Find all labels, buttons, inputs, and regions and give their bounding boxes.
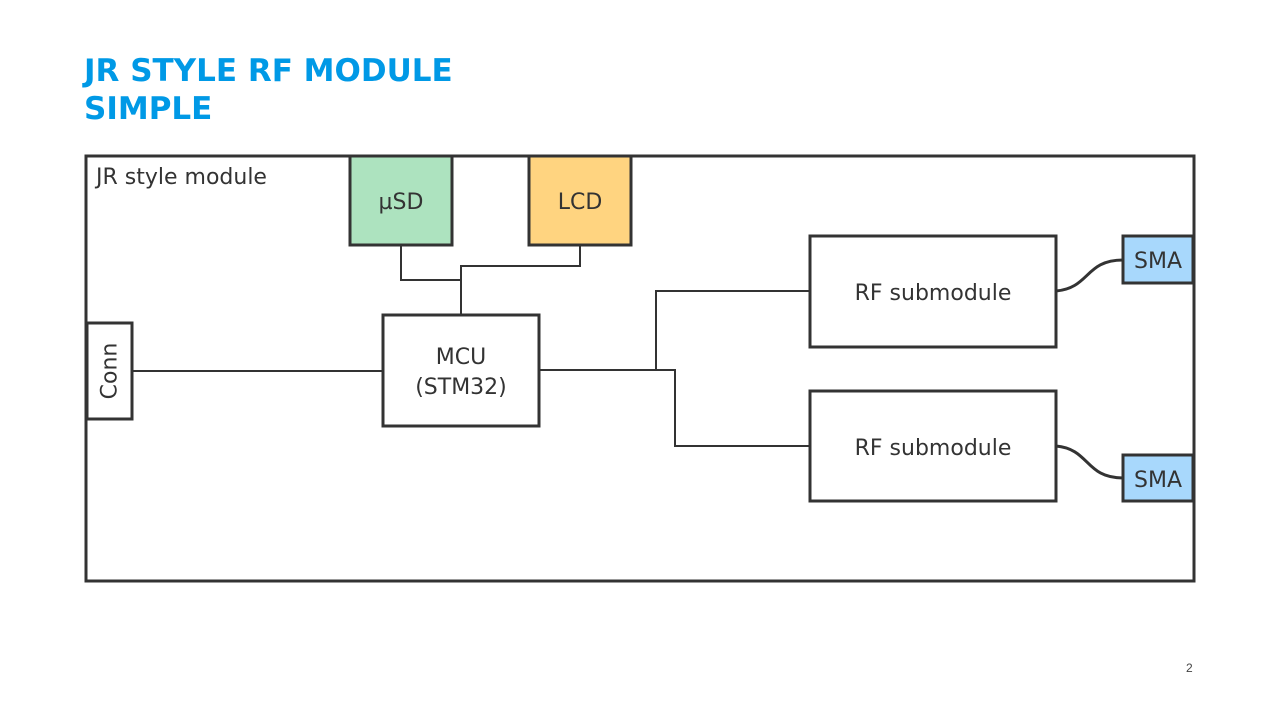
slide-title-line-2: SIMPLE [84,91,213,127]
mcu-block: MCU (STM32) [381,313,541,428]
mcu-label-line-1: MCU [436,345,486,370]
rf-submodule-1: RF submodule [808,234,1058,349]
sma-1-label: SMA [1134,249,1182,274]
cable-rf2-sma2 [1055,444,1124,480]
usd-box [348,154,454,247]
rf-submodule-2-label: RF submodule [855,436,1012,461]
sma-1-box [1121,234,1195,285]
slide-title-line-1: JR STYLE RF MODULE [84,53,453,89]
conn-box [85,321,134,421]
cable-rf1-sma1 [1055,258,1124,293]
usd-label: µSD [379,190,424,215]
lcd-label: LCD [558,190,603,215]
rf-submodule-1-box [808,234,1058,349]
lcd-block: LCD [527,154,633,247]
sma-connector-1: SMA [1121,234,1195,285]
lcd-box [527,154,633,247]
connector-lcd-mcu [460,246,581,280]
slide-title: JR STYLE RF MODULE SIMPLE [84,52,453,128]
rf-submodule-1-label: RF submodule [855,281,1012,306]
mcu-box [381,313,541,428]
rf-submodule-2: RF submodule [808,389,1058,503]
connectors [132,246,810,447]
module-label: JR style module [94,165,267,190]
connector-mcu-rf1 [540,290,810,371]
mcu-label-line-2: (STM32) [415,375,507,400]
rf-submodule-2-box [808,389,1058,503]
conn-label: Conn [98,343,123,400]
connector-mcu-rf2 [656,369,810,447]
sma-connector-2: SMA [1121,453,1195,503]
jr-module-frame [84,154,1196,583]
connector-usd-mcu [400,246,462,315]
sma-2-box [1121,453,1195,503]
usd-block: µSD [348,154,454,247]
sma-2-label: SMA [1134,468,1182,493]
page-number: 2 [1186,661,1193,675]
conn-block: Conn [85,321,134,421]
antenna-cables [1055,258,1124,480]
